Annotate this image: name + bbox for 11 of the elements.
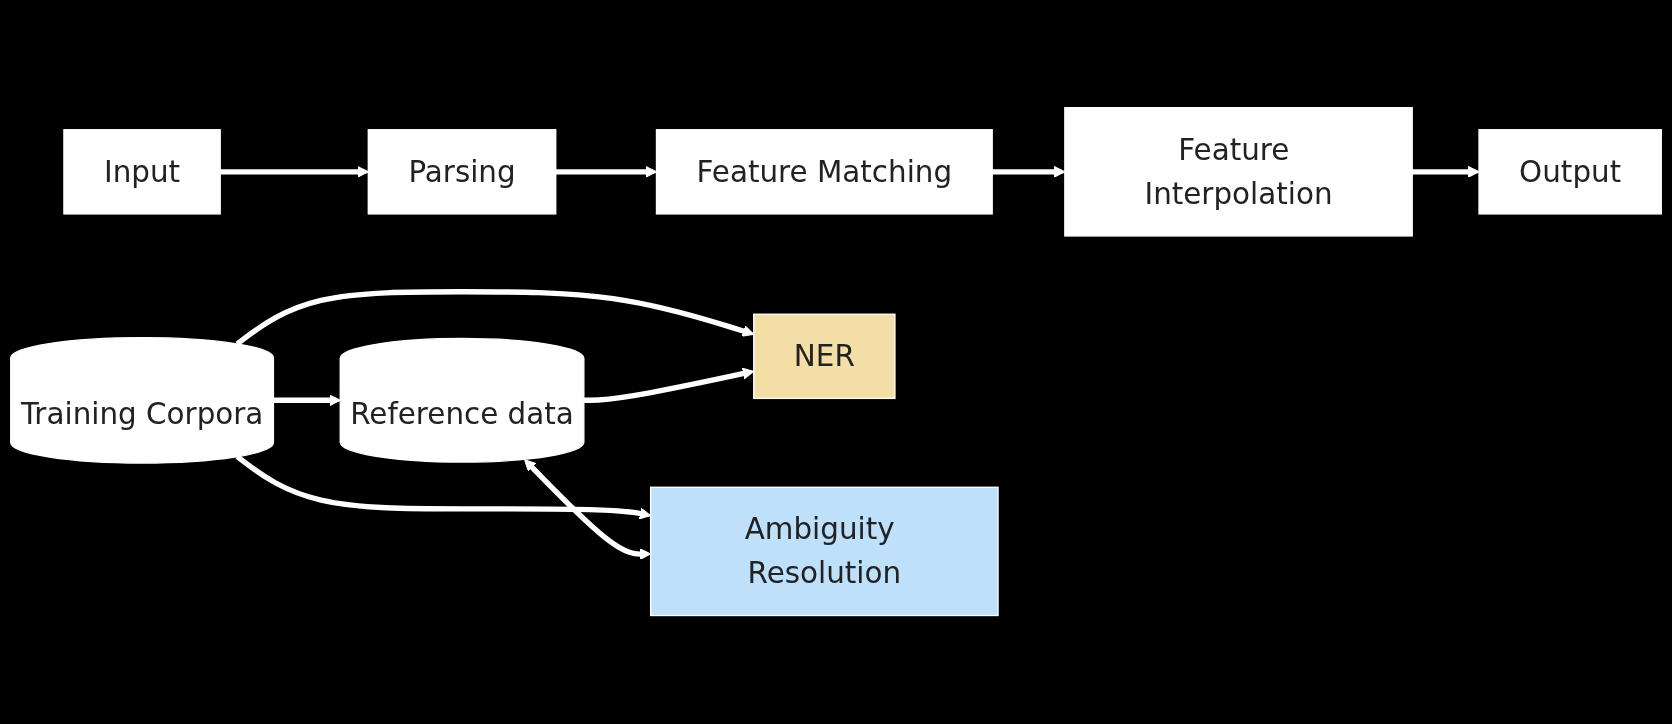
node-box: Output — [1478, 129, 1662, 215]
node-box: Ambiguity Resolution — [650, 486, 999, 617]
arrow — [273, 394, 341, 407]
node-box: Parsing — [367, 129, 557, 215]
node-box: Feature Interpolation — [1064, 107, 1413, 237]
node-box: Input — [63, 129, 221, 215]
arrow — [1412, 166, 1480, 179]
arrow — [220, 166, 369, 179]
node-box: NER — [753, 313, 896, 400]
node-box: Feature Matching — [655, 129, 993, 215]
arrow — [555, 166, 657, 179]
